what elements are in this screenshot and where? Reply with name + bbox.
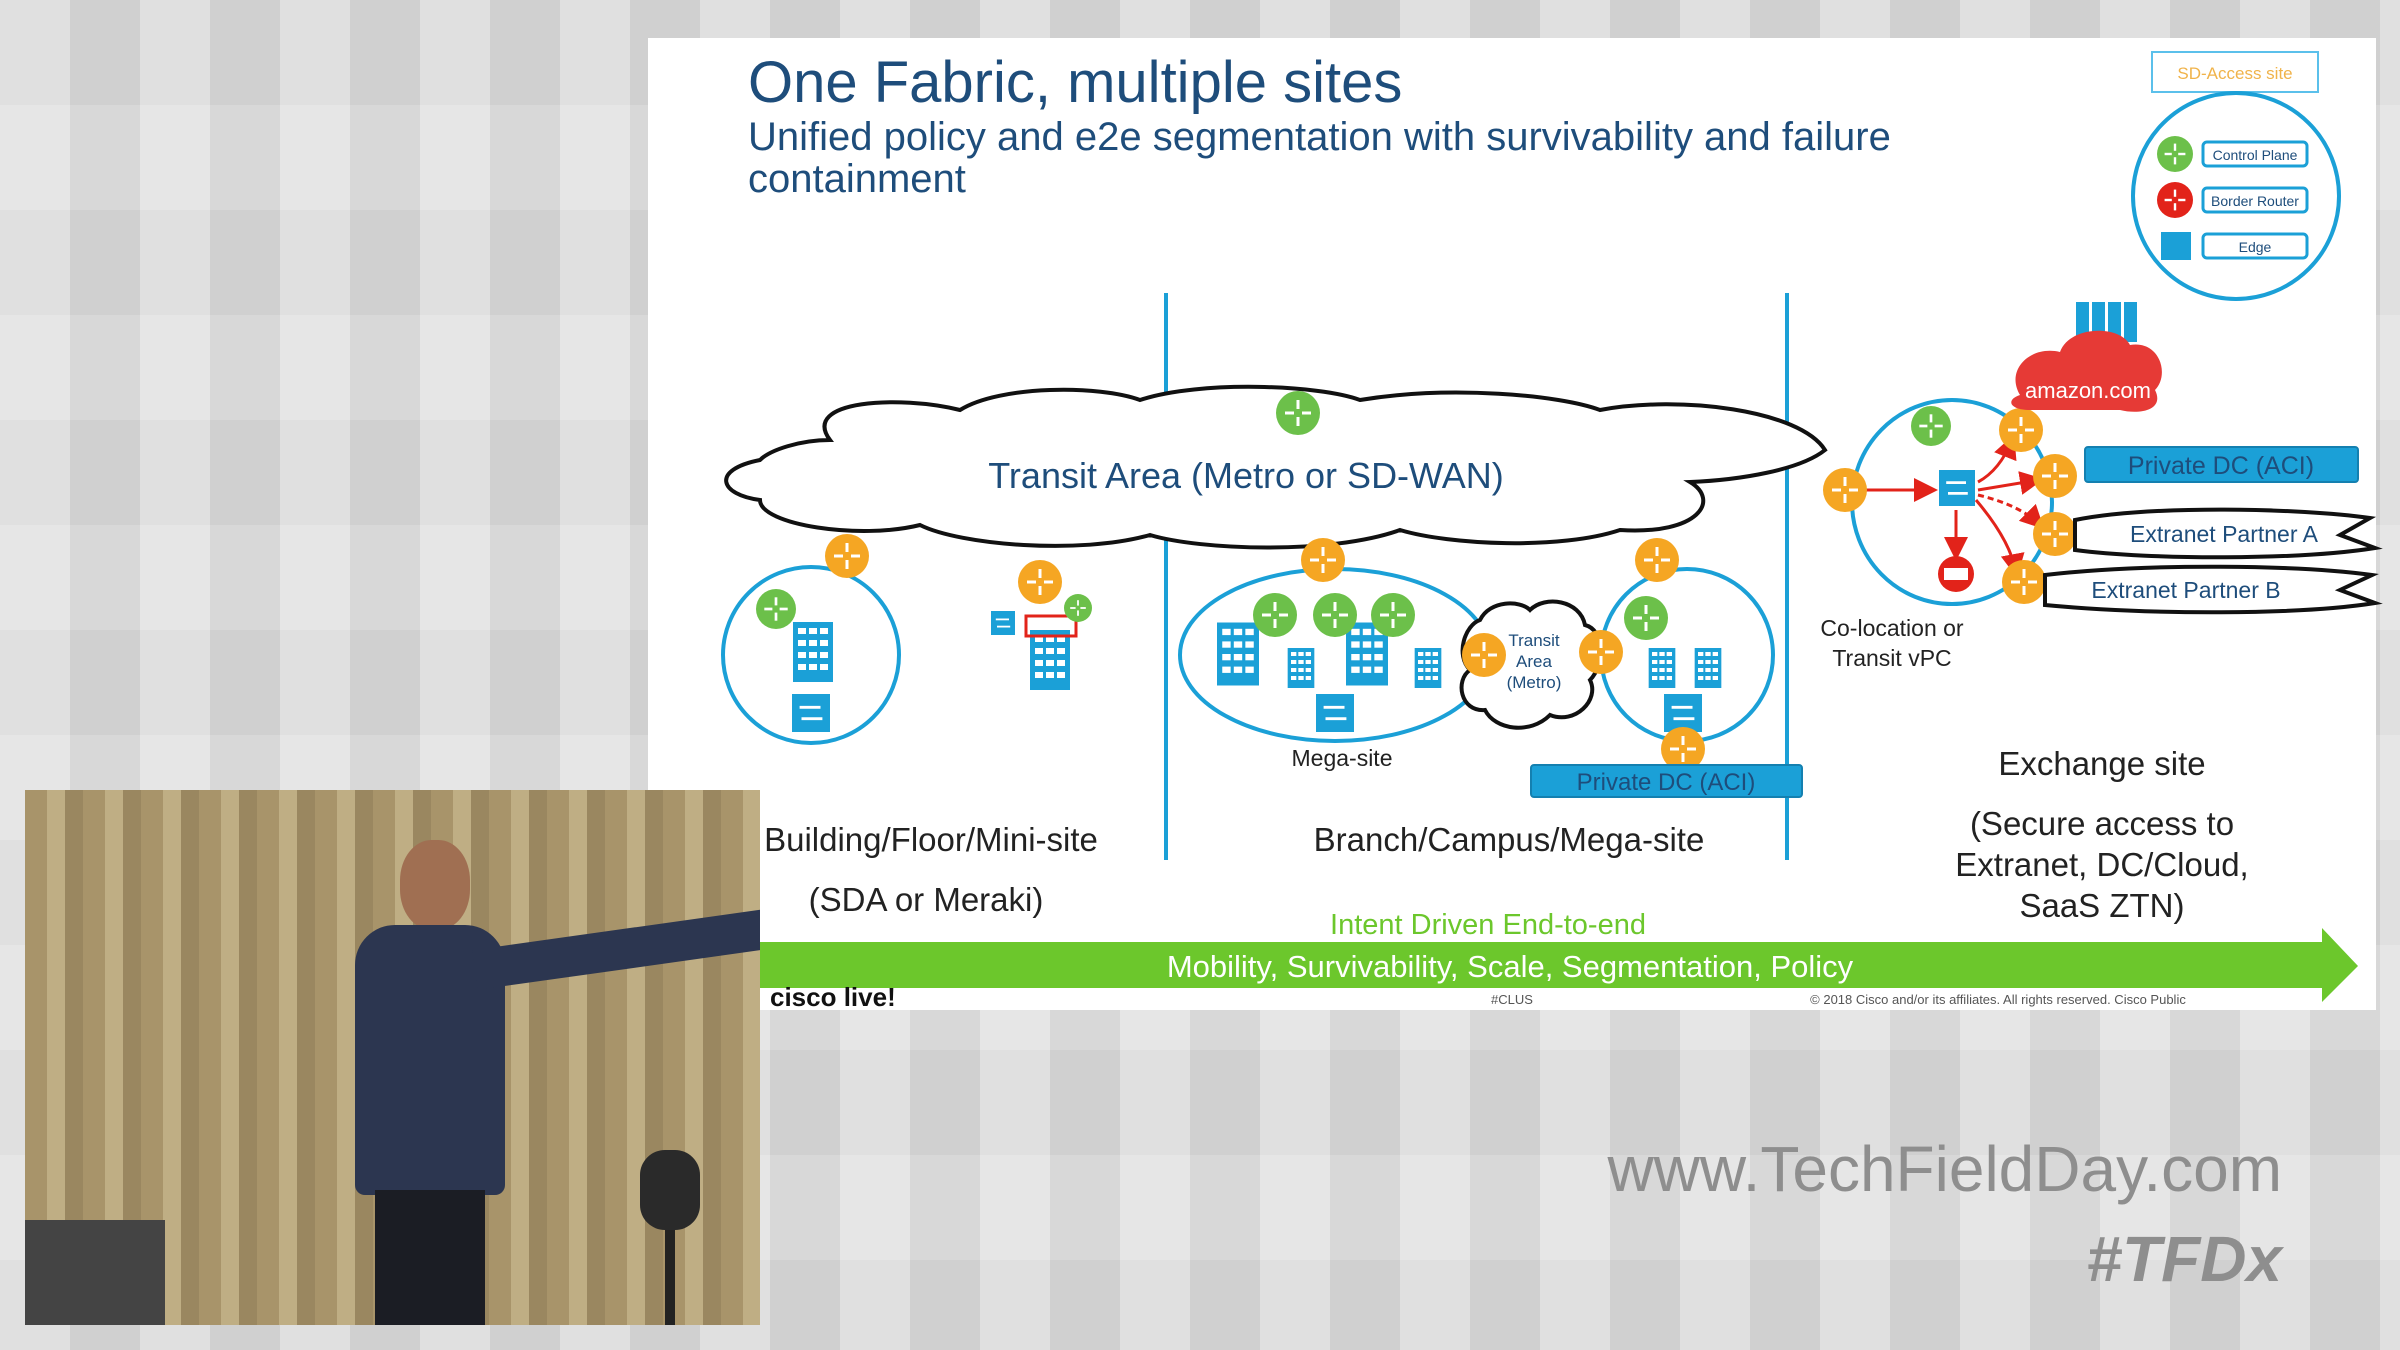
green-routers	[756, 391, 1951, 640]
extranet-cloud	[2073, 507, 2383, 560]
section-branch: Branch/Campus/Mega-site	[1314, 821, 1705, 858]
legend-title: SD-Access site	[2177, 64, 2292, 83]
border-router-icon	[2033, 454, 2077, 498]
building-icon	[1694, 648, 1722, 688]
colocation-label: Co-location or	[1820, 615, 1964, 641]
border-router-icon	[1462, 633, 1506, 677]
mini-site-circle	[721, 565, 901, 745]
camera-tripod	[665, 1230, 675, 1325]
extranet-cloud	[2043, 564, 2383, 615]
section-exchange: Exchange site	[1998, 745, 2205, 782]
transit-area-label: Transit Area (Metro or SD-WAN)	[988, 455, 1503, 496]
border-router-icon	[1823, 468, 1867, 512]
transit-metro-cloud	[1459, 599, 1603, 730]
intent-arrow-text: Mobility, Survivability, Scale, Segmenta…	[1167, 949, 1854, 984]
section-building-sub: (SDA or Meraki)	[809, 881, 1044, 918]
camera-icon	[640, 1150, 700, 1230]
watermark-hashtag: #TFDx	[2086, 1223, 2282, 1295]
extranet-partner-b: Extranet Partner B	[2091, 577, 2280, 603]
legend: SD-Access site Control Plane Border Rout…	[2131, 51, 2341, 301]
intent-label: Intent Driven End-to-end	[1330, 909, 1646, 941]
legend-control-plane: Control Plane	[2213, 147, 2298, 163]
border-router-icon	[1635, 538, 1679, 582]
cisco-live-logo: cisco live!	[770, 982, 896, 1012]
slide-subtitle-2: containment	[748, 157, 966, 201]
control-plane-icon	[1313, 593, 1357, 637]
building-icon	[1217, 622, 1259, 686]
transit-metro-label: (Metro)	[1507, 673, 1562, 692]
section-exchange-sub: (Secure access to	[1970, 805, 2234, 842]
border-router-icon	[1579, 630, 1623, 674]
border-router-icon	[1018, 560, 1062, 604]
colocation-label: Transit vPC	[1832, 645, 1951, 671]
intent-arrow	[760, 928, 2358, 1002]
speaker-webcam-video	[25, 790, 760, 1325]
section-building: Building/Floor/Mini-site	[764, 821, 1098, 858]
legend-edge: Edge	[2239, 239, 2272, 255]
control-plane-icon	[1371, 593, 1415, 637]
control-plane-icon	[2157, 136, 2193, 172]
transit-metro-label: Transit	[1508, 631, 1560, 650]
control-plane-icon	[1253, 593, 1297, 637]
private-dc-label: Private DC (ACI)	[2128, 452, 2314, 480]
mega-site-label: Mega-site	[1292, 745, 1393, 771]
border-router-icon	[2157, 182, 2193, 218]
edge-icon	[2161, 232, 2191, 260]
speaker-figure	[355, 840, 760, 1325]
footer-tag: #CLUS	[1491, 992, 1533, 1007]
edge-switch-icon	[791, 694, 831, 732]
private-dc-label: Private DC (ACI)	[1577, 769, 1756, 796]
orange-routers	[825, 408, 2077, 771]
edge-switch-icon	[1938, 470, 1976, 506]
footer-copyright: © 2018 Cisco and/or its affiliates. All …	[1810, 992, 2186, 1007]
border-router-icon	[1661, 727, 1705, 771]
edge-switch-icon	[990, 611, 1016, 635]
control-plane-icon	[1276, 391, 1320, 435]
section-exchange-sub: SaaS ZTN)	[2019, 887, 2184, 924]
transit-metro-label: Area	[1516, 652, 1552, 671]
edge-switch-icon	[1315, 694, 1355, 732]
watermark-url: www.TechFieldDay.com	[1607, 1133, 2282, 1205]
private-dc-box	[1530, 764, 1803, 798]
transit-cloud	[724, 384, 1828, 550]
control-plane-icon	[756, 589, 796, 629]
building-icon	[1414, 648, 1442, 688]
building-icon	[1287, 648, 1315, 688]
control-plane-icon	[1911, 406, 1951, 446]
border-router-icon	[2033, 512, 2077, 556]
control-plane-icon	[1624, 596, 1668, 640]
legend-border-router: Border Router	[2211, 193, 2299, 209]
building-icon	[1030, 630, 1070, 690]
laptop	[25, 1220, 165, 1325]
border-router-icon	[1999, 408, 2043, 452]
control-plane-icon	[1064, 594, 1092, 622]
slide-title: One Fabric, multiple sites	[748, 50, 1402, 115]
extranet-partner-a: Extranet Partner A	[2130, 521, 2319, 547]
private-dc-box	[2084, 446, 2359, 483]
border-router-icon	[2002, 560, 2046, 604]
public-cloud-icon: amazon.com	[2011, 302, 2162, 412]
edge-switch-icon	[1663, 694, 1703, 732]
border-router-icon	[825, 534, 869, 578]
cloud-brand: amazon.com	[2025, 378, 2151, 403]
building-icon	[1648, 648, 1676, 688]
building-icon	[793, 622, 833, 682]
section-exchange-sub: Extranet, DC/Cloud,	[1955, 846, 2248, 883]
slide-subtitle: Unified policy and e2e segmentation with…	[748, 115, 1891, 159]
border-router-icon	[1301, 538, 1345, 582]
firewall-icon	[1938, 556, 1974, 592]
